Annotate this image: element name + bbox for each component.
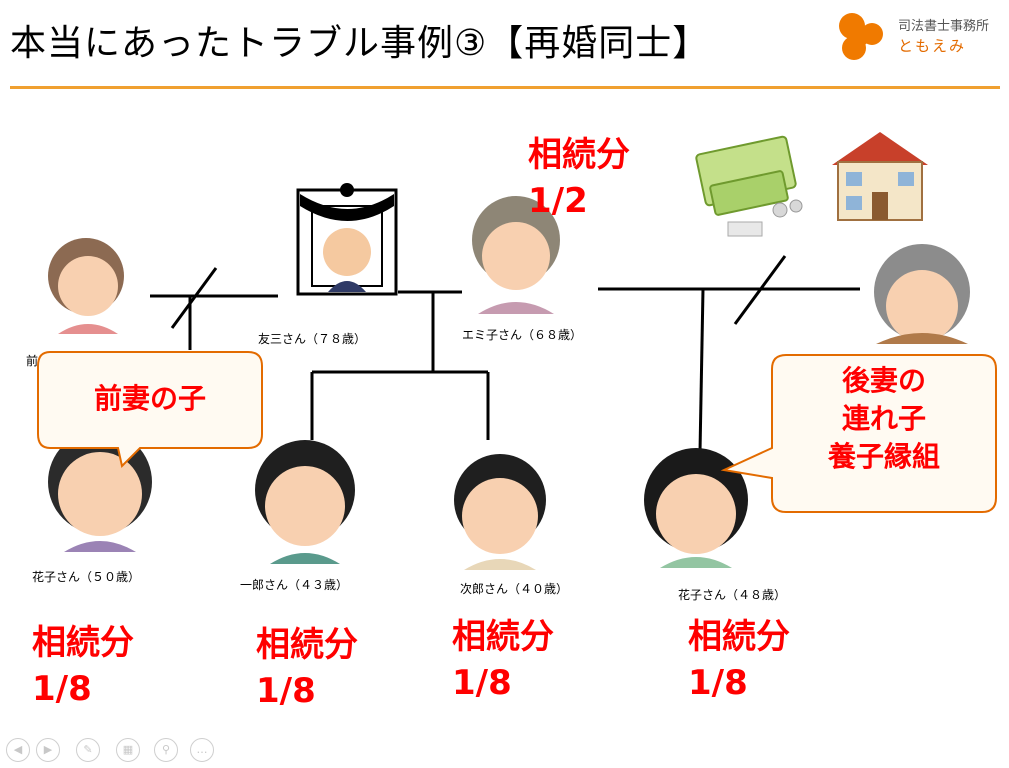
ichiro-share-value: 1/8 (256, 671, 316, 711)
ichiro-share: 相続分 1/8 (256, 622, 358, 714)
emiko-share-value: 1/2 (528, 181, 588, 221)
house-icon (832, 132, 928, 221)
hanako-48-share-value: 1/8 (688, 663, 748, 703)
former-child-callout-bubble (37, 351, 263, 468)
hanako-50-share-label: 相続分 (32, 623, 134, 663)
stepchild-callout: 後妻の 連れ子 養子縁組 (774, 362, 994, 476)
hanako-50-share: 相続分 1/8 (32, 620, 134, 712)
ichiro-figure (255, 440, 355, 564)
brand-line2: ともえみ (898, 37, 967, 55)
hanako-48-share-label: 相続分 (688, 617, 790, 657)
more-icon[interactable]: … (190, 738, 214, 762)
jiro-share-value: 1/8 (452, 663, 512, 703)
emiko-share: 相続分 1/2 (528, 132, 630, 224)
stepchild-callout-line3: 養子縁組 (827, 440, 940, 473)
ichiro-share-label: 相続分 (256, 625, 358, 665)
emiko-figure (472, 196, 560, 314)
tomozo-portrait (296, 183, 398, 296)
relation-lines (150, 255, 860, 453)
brand-line1: 司法書士事務所 (898, 19, 990, 34)
hanako-48-figure (644, 448, 748, 568)
hanako-50-share-value: 1/8 (32, 669, 92, 709)
title-underline (10, 86, 1000, 89)
jiro-figure (454, 454, 546, 570)
zoom-icon[interactable]: ⚲ (154, 738, 178, 762)
former-child-callout: 前妻の子 (93, 382, 206, 415)
former-wife-figure (48, 238, 124, 334)
emiko-name: エミ子さん（６８歳） (462, 328, 583, 342)
emiko-share-label: 相続分 (528, 135, 630, 175)
jiro-share: 相続分 1/8 (452, 614, 554, 706)
ichiro-name: 一郎さん（４３歳） (240, 578, 349, 592)
former-wife-name: 前 (26, 354, 39, 368)
prev-icon[interactable]: ◀ (6, 738, 30, 762)
logo-icon (839, 13, 883, 60)
slide-title: 本当にあったトラブル事例③【再婚同士】 (10, 23, 710, 64)
tomozo-name: 友三さん（７８歳） (258, 332, 367, 346)
hanako-50-figure (48, 430, 152, 552)
stepchild-callout-line2: 連れ子 (841, 402, 926, 435)
money-icon (695, 135, 803, 237)
stepchild-callout-line1: 後妻の (841, 364, 926, 397)
hanako-48-share: 相続分 1/8 (688, 614, 790, 706)
stepchild-callout-bubble (720, 354, 997, 513)
pen-icon[interactable]: ✎ (76, 738, 100, 762)
elderly-man-figure (874, 244, 970, 344)
slides-icon[interactable]: ▦ (116, 738, 140, 762)
next-icon[interactable]: ▶ (36, 738, 60, 762)
jiro-share-label: 相続分 (452, 617, 554, 657)
jiro-name: 次郎さん（４０歳） (460, 582, 569, 596)
hanako-48-name: 花子さん（４８歳） (678, 588, 787, 602)
hanako-50-name: 花子さん（５０歳） (32, 570, 141, 584)
